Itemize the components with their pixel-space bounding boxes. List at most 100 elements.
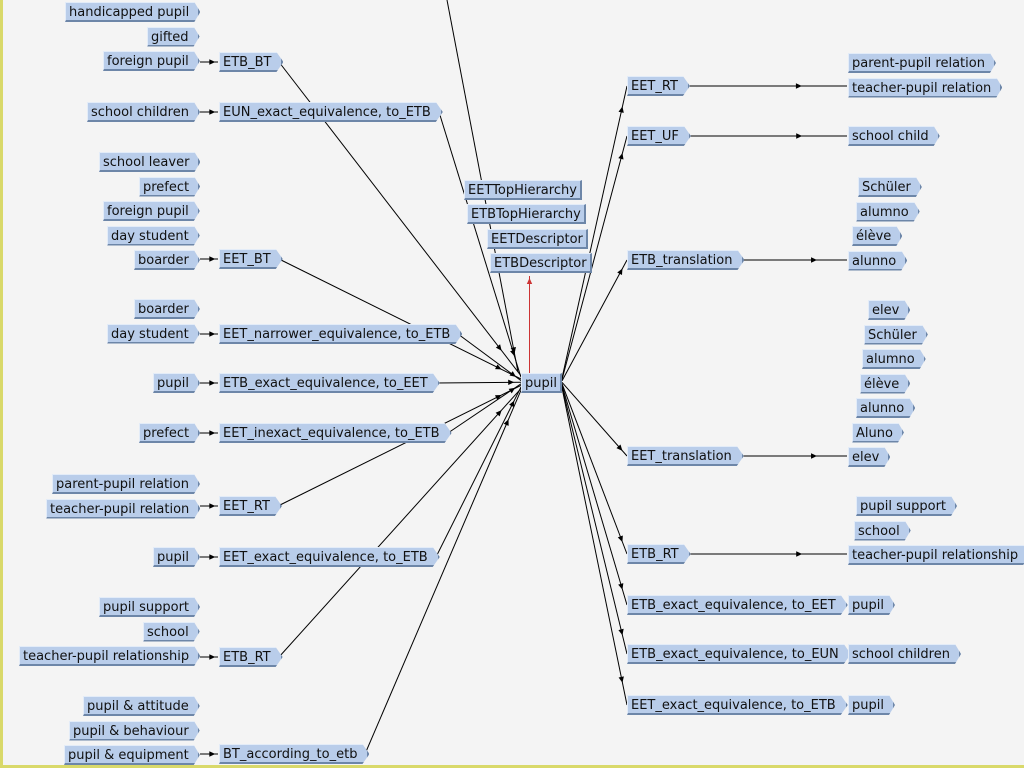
edge-right-etb-rt-arrow xyxy=(617,535,623,543)
left-target-pupil[interactable]: pupil xyxy=(153,547,200,567)
top-stack-etbdescriptor[interactable]: ETBDescriptor xyxy=(490,253,592,273)
left-target-school-children[interactable]: school children xyxy=(87,102,200,122)
right-target-l-ve[interactable]: élève xyxy=(860,374,910,394)
left-target-teacher-pupil-relation[interactable]: teacher-pupil relation xyxy=(46,499,200,519)
left-target-day-student[interactable]: day student xyxy=(107,226,200,246)
left-target-school[interactable]: school xyxy=(143,622,200,642)
right-target-school[interactable]: school xyxy=(854,521,911,541)
left-target-pupil-behaviour[interactable]: pupil & behaviour xyxy=(69,721,200,741)
edge-right-eet-exact-equivalence-to-etb-arrow xyxy=(618,676,624,683)
edge-right-etb-rt xyxy=(561,383,628,555)
left-relation-eet-inexact-equivalence-to-etb[interactable]: EET_inexact_equivalence, to_ETB xyxy=(219,423,452,443)
top-stack-eetdescriptor[interactable]: EETDescriptor xyxy=(487,229,588,249)
right-relation-eet-exact-equivalence-to-etb[interactable]: EET_exact_equivalence, to_ETB xyxy=(627,695,848,715)
edge-right-eet-rt xyxy=(561,85,628,379)
left-relation-etb-rt[interactable]: ETB_RT xyxy=(219,647,283,667)
edge-right-eet-translation xyxy=(561,381,628,457)
edge-left-eet-bt xyxy=(278,258,522,380)
right-relation-etb-exact-equivalence-to-eun[interactable]: ETB_exact_equivalence, to_EUN xyxy=(627,644,851,664)
right-relation-eet-translation[interactable]: EET_translation xyxy=(627,446,744,466)
left-target-foreign-pupil[interactable]: foreign pupil xyxy=(103,51,200,71)
right-relation-etb-exact-equivalence-to-eet[interactable]: ETB_exact_equivalence, to_EET xyxy=(627,595,848,615)
right-target-pupil[interactable]: pupil xyxy=(848,595,895,615)
edge-right-target-link-1-arrow xyxy=(796,133,803,139)
right-relation-eet-rt[interactable]: EET_RT xyxy=(627,76,690,96)
edge-left-bt-according-to-etb-arrow xyxy=(503,419,509,426)
right-target-elev[interactable]: elev xyxy=(848,447,890,467)
edge-left-eet-rt-arrow xyxy=(494,395,502,401)
edge-right-etb-exact-equivalence-to-eun-arrow xyxy=(618,628,624,636)
left-target-gifted[interactable]: gifted xyxy=(147,27,200,47)
left-target-school-leaver[interactable]: school leaver xyxy=(99,152,200,172)
edge-left-bt-according-to-etb xyxy=(364,390,522,755)
left-target-prefect[interactable]: prefect xyxy=(139,423,200,443)
right-target-teacher-pupil-relation[interactable]: teacher-pupil relation xyxy=(848,78,1002,98)
edge-left-target-link-7-arrow xyxy=(209,554,216,560)
left-target-pupil-support[interactable]: pupil support xyxy=(99,597,200,617)
top-stack-eettophierarchy[interactable]: EETTopHierarchy xyxy=(464,180,582,200)
edge-right-eet-uf xyxy=(561,135,628,380)
left-target-teacher-pupil-relationship[interactable]: teacher-pupil relationship xyxy=(19,646,200,666)
edge-right-target-link-2-arrow xyxy=(811,257,818,263)
left-relation-eet-rt[interactable]: EET_RT xyxy=(219,496,282,516)
left-relation-bt-according-to-etb[interactable]: BT_according_to_etb xyxy=(219,744,369,764)
left-target-day-student[interactable]: day student xyxy=(107,324,200,344)
edge-left-etb-rt xyxy=(278,388,522,658)
edge-left-eun-exact-equivalence-to-etb-arrow xyxy=(510,349,516,357)
right-relation-eet-uf[interactable]: EET_UF xyxy=(627,126,691,146)
edge-right-eet-exact-equivalence-to-etb xyxy=(561,387,628,706)
right-target-pupil-support[interactable]: pupil support xyxy=(856,496,957,516)
right-target-parent-pupil-relation[interactable]: parent-pupil relation xyxy=(848,53,996,73)
left-relation-etb-exact-equivalence-to-eet[interactable]: ETB_exact_equivalence, to_EET xyxy=(219,373,440,393)
edge-left-etb-exact-equivalence-to-eet-arrow xyxy=(508,379,515,386)
right-target-sch-ler[interactable]: Schüler xyxy=(858,177,922,197)
left-target-boarder[interactable]: boarder xyxy=(134,250,200,270)
edge-left-eet-bt-arrow xyxy=(495,364,502,370)
left-target-pupil-equipment[interactable]: pupil & equipment xyxy=(64,745,200,765)
center-node-pupil[interactable]: pupil xyxy=(521,373,562,393)
left-target-handicapped-pupil[interactable]: handicapped pupil xyxy=(65,2,200,22)
edge-right-eet-rt-arrow xyxy=(618,106,624,113)
left-target-boarder[interactable]: boarder xyxy=(134,299,200,319)
right-target-alunno[interactable]: alunno xyxy=(856,398,915,418)
right-target-l-ve[interactable]: élève xyxy=(852,226,902,246)
right-target-alunno[interactable]: alunno xyxy=(848,251,907,271)
hierarchy-link-arrow xyxy=(526,277,533,284)
edge-left-target-link-4-arrow xyxy=(209,380,216,386)
edge-left-target-link-6-arrow xyxy=(209,503,216,509)
left-relation-eet-exact-equivalence-to-etb[interactable]: EET_exact_equivalence, to_ETB xyxy=(219,547,440,567)
right-target-teacher-pupil-relationship[interactable]: teacher-pupil relationship xyxy=(848,545,1024,565)
edge-left-eet-inexact-equivalence-to-etb xyxy=(447,383,522,434)
left-relation-eet-bt[interactable]: EET_BT xyxy=(219,249,283,269)
right-target-elev[interactable]: elev xyxy=(868,300,910,320)
right-target-pupil[interactable]: pupil xyxy=(848,695,895,715)
right-relation-etb-rt[interactable]: ETB_RT xyxy=(627,544,691,564)
left-relation-eet-narrower-equivalence-to-etb[interactable]: EET_narrower_equivalence, to_ETB xyxy=(219,324,462,344)
edge-left-eet-exact-equivalence-to-etb xyxy=(435,386,522,558)
edge-left-target-link-2-arrow xyxy=(209,256,216,262)
left-relation-eun-exact-equivalence-to-etb[interactable]: EUN_exact_equivalence, to_ETB xyxy=(219,102,443,122)
edge-right-etb-exact-equivalence-to-eet xyxy=(561,384,628,606)
right-target-alumno[interactable]: alumno xyxy=(856,202,920,222)
top-stack-etbtophierarchy[interactable]: ETBTopHierarchy xyxy=(467,204,586,224)
right-target-alumno[interactable]: alumno xyxy=(862,349,926,369)
left-target-foreign-pupil[interactable]: foreign pupil xyxy=(103,201,200,221)
right-target-school-child[interactable]: school child xyxy=(848,126,940,146)
right-target-aluno[interactable]: Aluno xyxy=(852,423,904,443)
edge-left-etb-exact-equivalence-to-eet xyxy=(435,381,522,384)
left-relation-etb-bt[interactable]: ETB_BT xyxy=(219,52,283,72)
right-target-sch-ler[interactable]: Schüler xyxy=(864,325,928,345)
left-target-parent-pupil-relation[interactable]: parent-pupil relation xyxy=(52,474,200,494)
edge-left-target-link-1-arrow xyxy=(209,109,216,115)
edge-right-target-link-4-arrow xyxy=(796,551,803,557)
right-relation-etb-translation[interactable]: ETB_translation xyxy=(627,250,744,270)
edge-left-etb-rt-arrow xyxy=(495,410,502,417)
left-target-prefect[interactable]: prefect xyxy=(139,177,200,197)
right-target-school-children[interactable]: school children xyxy=(848,644,961,664)
edge-left-target-link-0-arrow xyxy=(209,59,216,65)
edge-left-etb-bt-arrow xyxy=(495,344,502,351)
left-target-pupil-attitude[interactable]: pupil & attitude xyxy=(83,696,200,716)
left-target-pupil[interactable]: pupil xyxy=(153,373,200,393)
edge-left-target-link-5-arrow xyxy=(209,430,216,436)
edge-right-eet-translation-arrow xyxy=(616,444,623,451)
